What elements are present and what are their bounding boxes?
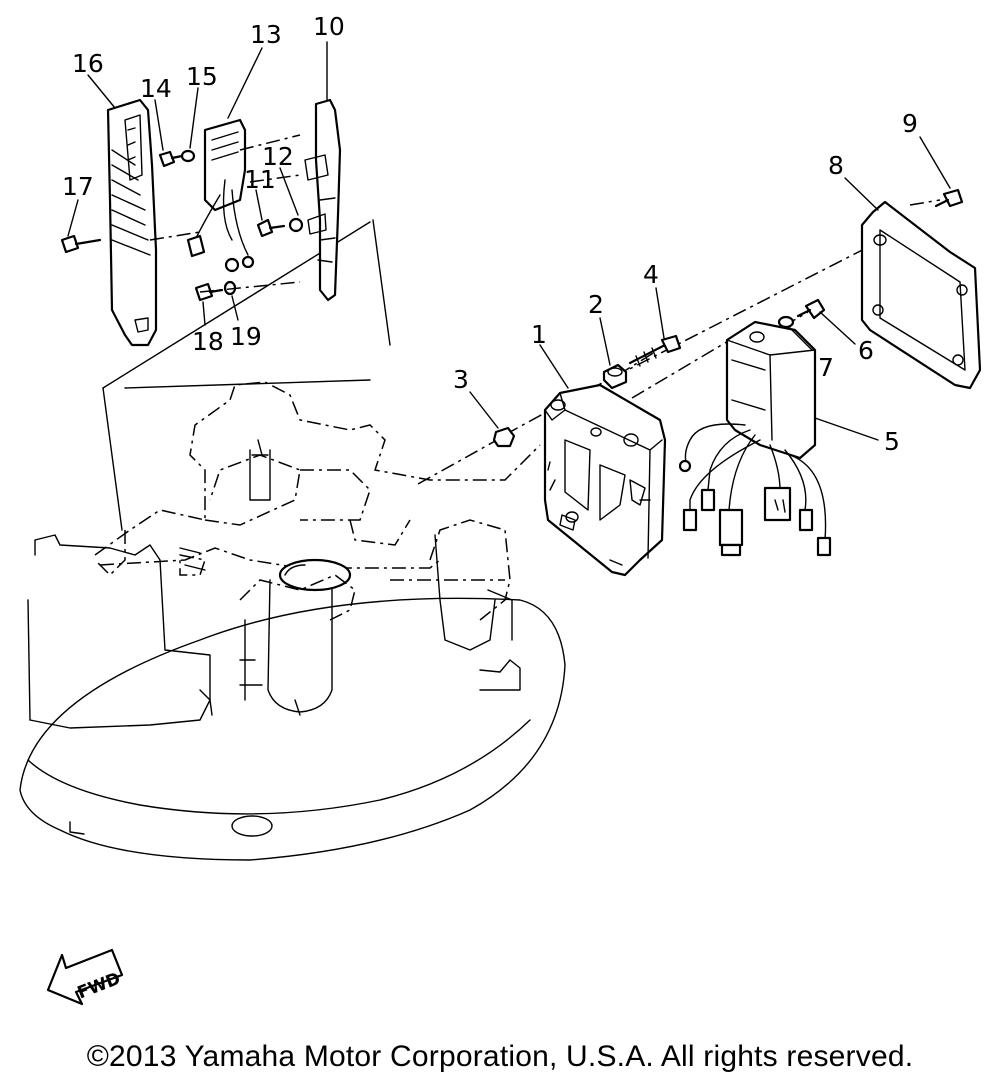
rectifier-detail	[60, 98, 342, 347]
part-1-bracket	[543, 383, 667, 577]
engine-outline	[19, 381, 566, 861]
fwd-arrow-icon: FWD	[46, 948, 123, 1006]
callout-9: 9	[902, 109, 918, 138]
callout-19: 19	[230, 322, 262, 351]
part-8-cover	[860, 200, 982, 390]
callout-8: 8	[828, 151, 844, 180]
callout-numbers: 1 2 3 4 5 6 7 8 9 10 11 12 13 14 15 16 1…	[62, 12, 918, 456]
callout-18: 18	[192, 327, 224, 356]
callout-7: 7	[818, 353, 834, 382]
callout-1: 1	[531, 320, 547, 349]
callout-16: 16	[72, 49, 104, 78]
callout-17: 17	[62, 172, 94, 201]
callout-11: 11	[244, 165, 276, 194]
copyright-notice: ©2013 Yamaha Motor Corporation, U.S.A. A…	[86, 1040, 914, 1073]
callout-leaders	[67, 41, 951, 441]
callout-3: 3	[453, 365, 469, 394]
callout-13: 13	[250, 20, 282, 49]
callout-6: 6	[858, 336, 874, 365]
callout-15: 15	[186, 62, 218, 91]
part-5-cdi-unit	[678, 320, 832, 557]
fasteners	[492, 188, 964, 448]
callout-10: 10	[313, 12, 345, 41]
callout-2: 2	[588, 290, 604, 319]
callout-4: 4	[643, 260, 659, 289]
callout-5: 5	[884, 427, 900, 456]
callout-14: 14	[140, 74, 172, 103]
callout-12: 12	[262, 142, 294, 171]
